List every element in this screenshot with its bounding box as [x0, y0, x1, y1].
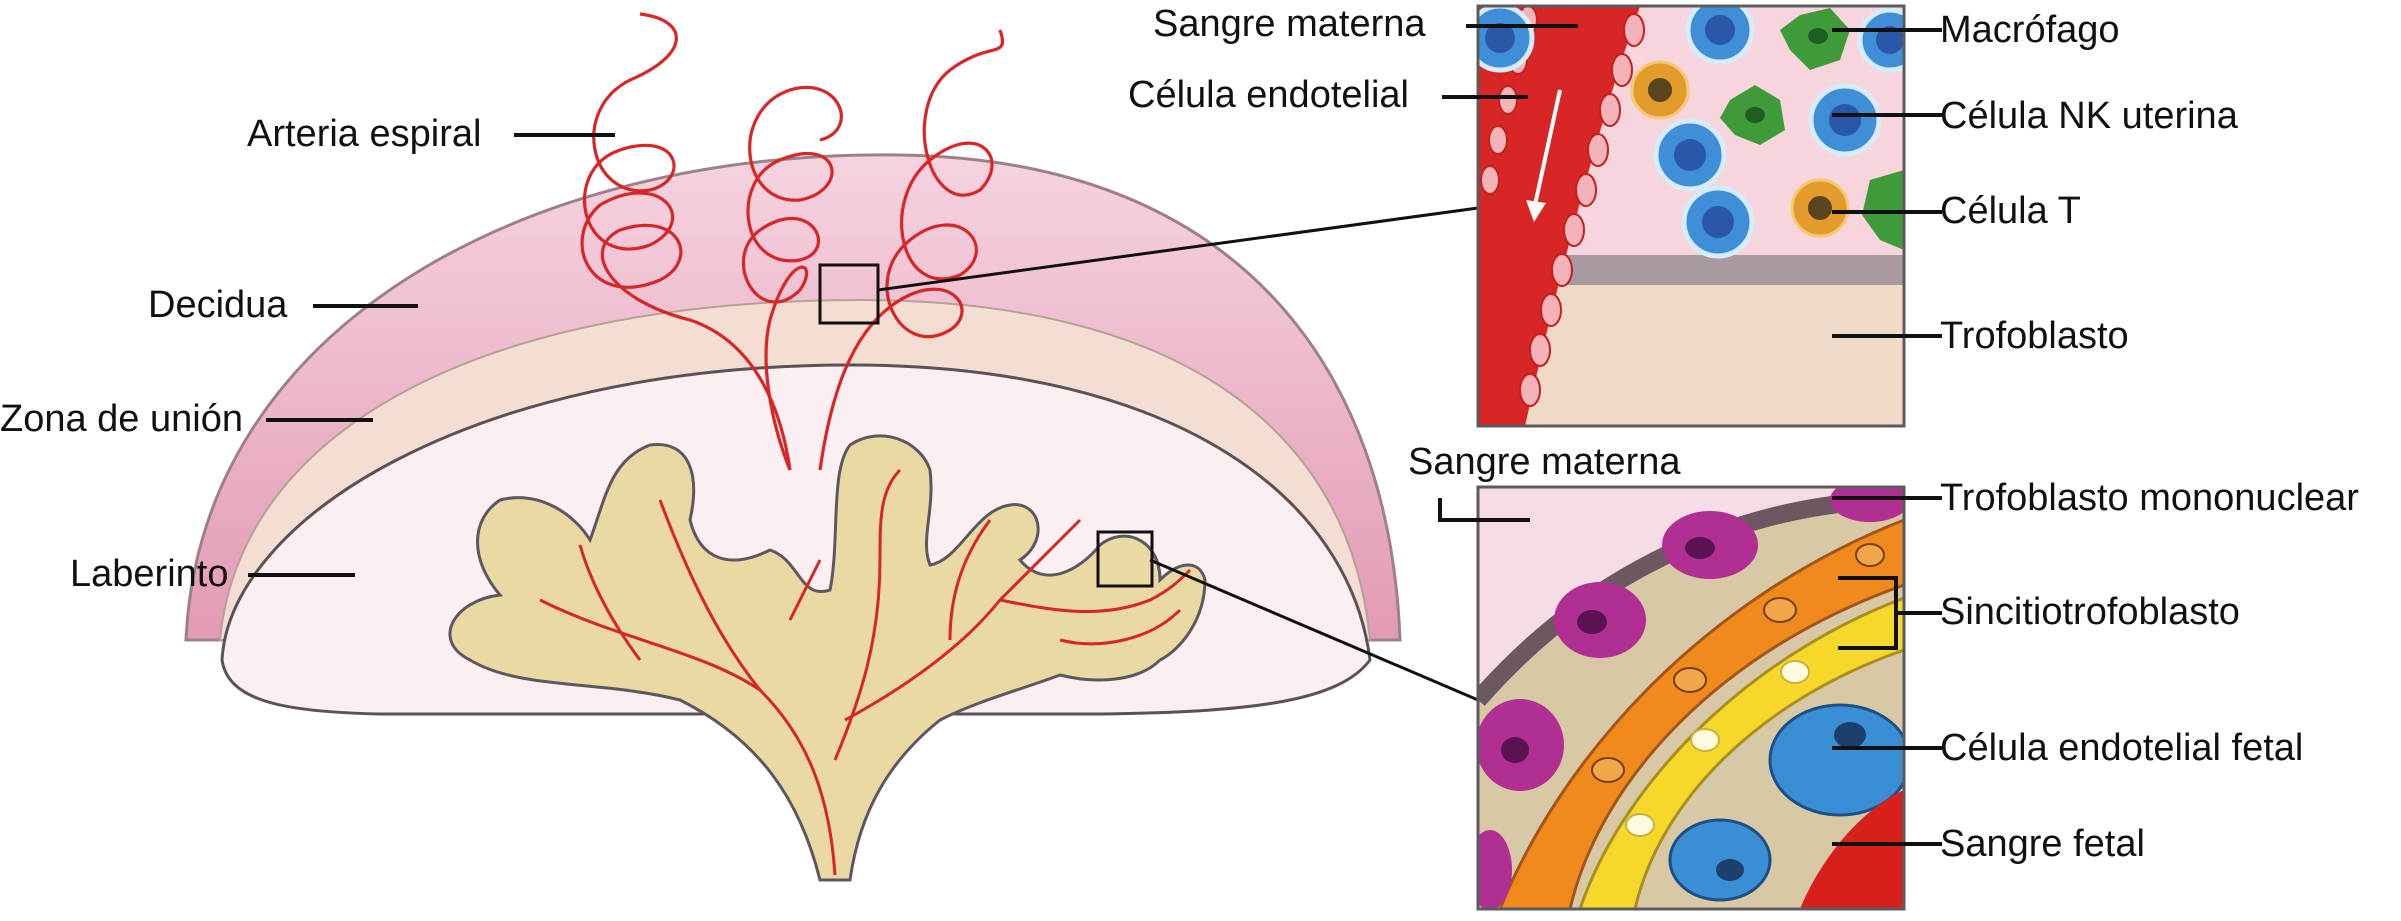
leader-lines [248, 24, 1942, 846]
label-celula-endotelial: Célula endotelial [1128, 74, 1409, 116]
label-sincitiotrofoblasto: Sincitiotrofoblasto [1940, 591, 2240, 633]
label-celula-endotelial-fetal: Célula endotelial fetal [1940, 727, 2304, 769]
spiral-arteries [580, 12, 1005, 471]
zoom-box-bottom [1096, 530, 1154, 588]
fetal-capillaries [539, 468, 1192, 876]
label-zona-union: Zona de unión [0, 398, 243, 440]
t-cells [1630, 60, 1850, 238]
label-laberinto: Laberinto [70, 553, 229, 595]
label-trofoblasto: Trofoblasto [1940, 315, 2129, 357]
label-arteria-espiral: Arteria espiral [247, 113, 482, 155]
connector-bottom [1149, 558, 1479, 702]
label-celula-nk: Célula NK uterina [1940, 95, 2238, 137]
label-trofoblasto-mononuclear: Trofoblasto mononuclear [1940, 477, 2359, 519]
label-sangre-materna-top: Sangre materna [1153, 3, 1426, 45]
connector-top [877, 206, 1479, 292]
placenta-cross-section [184, 12, 1479, 882]
nk-cells [1478, 6, 1904, 259]
inset-bottom-frame [1476, 485, 1906, 911]
inset-top [1478, 6, 1904, 426]
villi-tree [448, 434, 1207, 882]
label-sangre-materna-bottom: Sangre materna [1408, 441, 1681, 483]
mononuclear-trophoblasts [1478, 487, 1904, 909]
fetal-blood [1800, 790, 1904, 909]
label-celula-t: Célula T [1940, 190, 2081, 232]
label-macrofago: Macrófago [1940, 9, 2120, 51]
zoom-box-top [818, 263, 880, 325]
inset-bottom [1478, 487, 1904, 909]
inset-top-frame [1476, 4, 1906, 428]
label-sangre-fetal: Sangre fetal [1940, 823, 2145, 865]
macrophages [1720, 8, 1904, 250]
fetal-endothelial-cells [1668, 703, 1904, 902]
label-decidua: Decidua [148, 284, 288, 326]
